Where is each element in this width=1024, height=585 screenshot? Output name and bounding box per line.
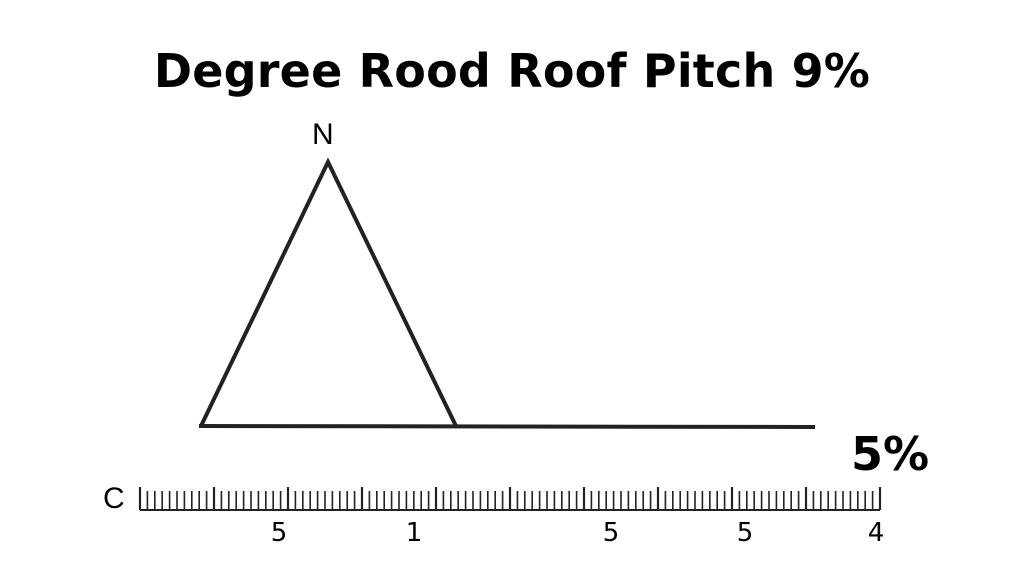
- ruler-tick-label: 1: [405, 518, 423, 548]
- ruler: [138, 487, 882, 511]
- roof-triangle: [199, 157, 458, 427]
- ruler-tick-label: 4: [867, 518, 885, 548]
- slope-label: 5%: [851, 427, 930, 481]
- ruler-tick-label: 5: [602, 518, 620, 548]
- apex-label: N: [312, 118, 334, 151]
- ruler-start-label: C: [103, 482, 125, 515]
- ruler-tick-label: 5: [270, 518, 288, 548]
- baseline: [198, 424, 816, 429]
- diagram-title: Degree Rood Roof Pitch 9%: [153, 44, 871, 98]
- ruler-tick-label: 5: [736, 518, 754, 548]
